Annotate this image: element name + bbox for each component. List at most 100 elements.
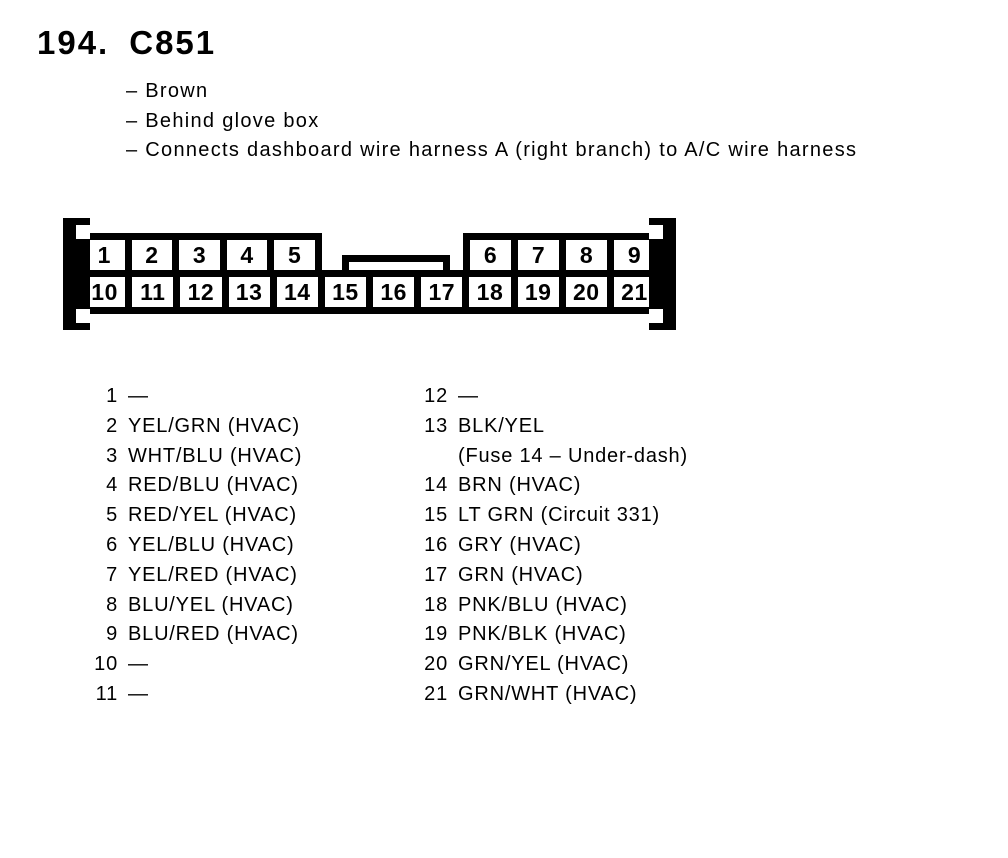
connector-pin-cell: 2 bbox=[131, 240, 173, 270]
pin-row: 17 GRN (HVAC) bbox=[422, 561, 688, 591]
title-connector-code: C851 bbox=[129, 24, 217, 61]
page-title: 194. C851 bbox=[37, 24, 216, 62]
connector-pin-cell: 4 bbox=[226, 240, 268, 270]
pin-number: 21 bbox=[424, 682, 448, 705]
pin-description: GRY (HVAC) bbox=[458, 533, 582, 556]
pin-number: 2 bbox=[106, 414, 118, 437]
connector-pin-cell: 8 bbox=[566, 240, 607, 270]
pin-description: LT GRN (Circuit 331) bbox=[458, 504, 660, 527]
pin-row: 15 LT GRN (Circuit 331) bbox=[422, 501, 688, 531]
pin-row: 10 — bbox=[92, 650, 302, 680]
pin-row: 11 — bbox=[92, 680, 302, 710]
connector-pin-cell: 13 bbox=[228, 277, 270, 307]
pin-description: RED/YEL (HVAC) bbox=[128, 504, 298, 527]
connector-pin-cell: 18 bbox=[469, 277, 511, 307]
pin-number: 5 bbox=[106, 504, 118, 527]
note-function: – Connects dashboard wire harness A (rig… bbox=[126, 139, 858, 161]
pin-number: 7 bbox=[106, 563, 118, 586]
pin-description: WHT/BLU (HVAC) bbox=[128, 444, 303, 467]
connector-pin-cell: 19 bbox=[517, 277, 559, 307]
left-tab-bottom-notch bbox=[76, 309, 90, 323]
connector-pin-cell: 3 bbox=[179, 240, 220, 270]
connector-pin-cell: 1 bbox=[84, 240, 125, 270]
connector-left-tab bbox=[63, 218, 90, 330]
pin-description: PNK/BLK (HVAC) bbox=[458, 623, 627, 646]
right-tab-top-notch bbox=[649, 225, 663, 239]
pin-description: RED/BLU (HVAC) bbox=[128, 474, 299, 497]
pin-description: YEL/RED (HVAC) bbox=[128, 563, 298, 586]
pin-row: 2 YEL/GRN (HVAC) bbox=[92, 412, 302, 442]
pin-row: 6 YEL/BLU (HVAC) bbox=[92, 531, 302, 561]
connector-diagram: 1 2 3 4 5 6 7 8 9 10 11 12 13 14 15 16 1… bbox=[63, 218, 676, 330]
left-tab-top-notch bbox=[76, 225, 90, 239]
pin-number: 19 bbox=[424, 623, 448, 646]
connector-pin-cell: 21 bbox=[613, 277, 656, 307]
connector-pin-cell: 9 bbox=[614, 240, 655, 270]
pin-number: 9 bbox=[106, 623, 118, 646]
connector-pin-cell: 10 bbox=[84, 277, 126, 307]
pin-number: 13 bbox=[424, 414, 448, 437]
title-number: 194. bbox=[37, 24, 110, 61]
connector-pin-cell: 20 bbox=[565, 277, 607, 307]
pin-number: 17 bbox=[424, 563, 448, 586]
pin-row: 7 YEL/RED (HVAC) bbox=[92, 561, 302, 591]
pin-row: 5 RED/YEL (HVAC) bbox=[92, 501, 302, 531]
pin-row: 3 WHT/BLU (HVAC) bbox=[92, 442, 302, 472]
connector-top-right-row: 6 7 8 9 bbox=[463, 233, 662, 277]
pin-number: 18 bbox=[424, 593, 448, 616]
pin-number: 10 bbox=[94, 653, 118, 676]
pin-number: 11 bbox=[95, 682, 118, 705]
pin-number: 15 bbox=[424, 504, 448, 527]
connector-pin-cell: 6 bbox=[470, 240, 511, 270]
pin-number: 12 bbox=[424, 385, 448, 407]
connector-pin-cell: 5 bbox=[274, 240, 315, 270]
pin-row: 4 RED/BLU (HVAC) bbox=[92, 471, 302, 501]
right-tab-bottom-notch bbox=[649, 309, 663, 323]
pin-description: GRN/YEL (HVAC) bbox=[458, 653, 630, 676]
connector-notes: – Brown – Behind glove box – Connects da… bbox=[126, 77, 857, 166]
pin-number: 6 bbox=[106, 533, 118, 556]
pin-row: 13 BLK/YEL (Fuse 14 – Under-dash) bbox=[422, 412, 688, 472]
pin-description: GRN/WHT (HVAC) bbox=[458, 682, 638, 705]
pin-row: 9 BLU/RED (HVAC) bbox=[92, 620, 302, 650]
note-location: – Behind glove box bbox=[126, 109, 320, 132]
connector-latch-bump bbox=[342, 255, 450, 270]
pin-number: 3 bbox=[106, 444, 118, 467]
connector-pin-cell: 17 bbox=[421, 277, 463, 307]
pin-row: 8 BLU/YEL (HVAC) bbox=[92, 591, 302, 621]
pin-number: 14 bbox=[424, 474, 448, 497]
pin-description: BLK/YEL bbox=[458, 414, 545, 437]
pin-row: 14 BRN (HVAC) bbox=[422, 471, 688, 501]
pin-number: 4 bbox=[106, 474, 118, 497]
pin-description: BLU/RED (HVAC) bbox=[128, 623, 299, 646]
pin-description: YEL/BLU (HVAC) bbox=[128, 533, 295, 556]
pin-description: BLU/YEL (HVAC) bbox=[128, 593, 294, 616]
pin-description: BRN (HVAC) bbox=[458, 474, 582, 497]
connector-top-left-row: 1 2 3 4 5 bbox=[77, 233, 322, 277]
pin-description: — bbox=[128, 653, 149, 676]
pin-row: 19 PNK/BLK (HVAC) bbox=[422, 620, 688, 650]
connector-pin-cell: 12 bbox=[180, 277, 222, 307]
pin-description: GRN (HVAC) bbox=[458, 563, 584, 586]
pin-number: 1 bbox=[106, 385, 118, 407]
note-color: – Brown bbox=[126, 80, 209, 102]
connector-pin-cell: 7 bbox=[518, 240, 559, 270]
pin-number: 8 bbox=[106, 593, 118, 616]
connector-pin-cell: 14 bbox=[276, 277, 318, 307]
pin-description: PNK/BLU (HVAC) bbox=[458, 593, 628, 616]
pin-row: 21 GRN/WHT (HVAC) bbox=[422, 680, 688, 710]
pin-row: 12 — bbox=[422, 382, 688, 412]
pin-list-right: 12 — 13 BLK/YEL (Fuse 14 – Under-dash) 14 BR… bbox=[422, 382, 688, 710]
pin-description-detail: (Fuse 14 – Under-dash) bbox=[458, 444, 688, 467]
pin-row: 18 PNK/BLU (HVAC) bbox=[422, 591, 688, 621]
pin-description: YEL/GRN (HVAC) bbox=[128, 414, 300, 437]
pin-number: 16 bbox=[424, 533, 448, 556]
pin-description: — bbox=[128, 682, 149, 705]
connector-pin-cell: 15 bbox=[324, 277, 367, 307]
pin-description: — bbox=[458, 385, 479, 407]
pin-description: — bbox=[128, 385, 149, 407]
connector-pin-cell: 16 bbox=[373, 277, 415, 307]
